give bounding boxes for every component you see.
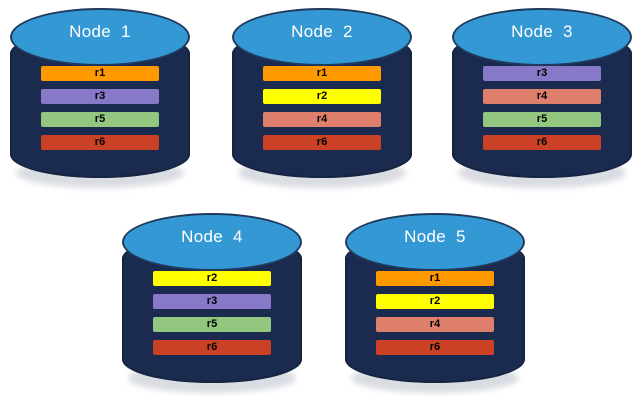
replica-list: r1 r2 r4 r6 [376, 271, 494, 363]
replica-bar-r6[interactable]: r6 [41, 135, 159, 150]
replica-bar-r4[interactable]: r4 [376, 317, 494, 332]
replica-bar-r3[interactable]: r3 [153, 294, 271, 309]
node-cylinder-1[interactable]: Node 1 r1 r3 r5 r6 [10, 8, 190, 190]
replica-list: r2 r3 r5 r6 [153, 271, 271, 363]
node-title: Node 5 [404, 227, 466, 246]
replica-bar-r5[interactable]: r5 [153, 317, 271, 332]
node-top-disc [345, 213, 525, 271]
node-top-disc [122, 213, 302, 271]
replica-bar-r1[interactable]: r1 [263, 66, 381, 81]
node-cylinder-3[interactable]: Node 3 r3 r4 r5 r6 [452, 8, 632, 190]
replica-bar-r2[interactable]: r2 [153, 271, 271, 286]
replica-bar-r2[interactable]: r2 [376, 294, 494, 309]
node-title: Node 4 [181, 227, 243, 246]
replica-bar-r6[interactable]: r6 [153, 340, 271, 355]
replica-bar-r6[interactable]: r6 [483, 135, 601, 150]
node-title: Node 2 [291, 22, 353, 41]
node-top-disc [452, 8, 632, 66]
replica-list: r1 r2 r4 r6 [263, 66, 381, 158]
replica-bar-r5[interactable]: r5 [483, 112, 601, 127]
node-cylinder-2[interactable]: Node 2 r1 r2 r4 r6 [232, 8, 412, 190]
replica-bar-r6[interactable]: r6 [263, 135, 381, 150]
replica-bar-r4[interactable]: r4 [483, 89, 601, 104]
node-cylinder-4[interactable]: Node 4 r2 r3 r5 r6 [122, 213, 302, 395]
node-title: Node 1 [69, 22, 131, 41]
replica-bar-r4[interactable]: r4 [263, 112, 381, 127]
node-cylinder-5[interactable]: Node 5 r1 r2 r4 r6 [345, 213, 525, 395]
node-top-disc [10, 8, 190, 66]
replica-bar-r1[interactable]: r1 [41, 66, 159, 81]
replica-list: r1 r3 r5 r6 [41, 66, 159, 158]
replica-bar-r1[interactable]: r1 [376, 271, 494, 286]
replica-bar-r3[interactable]: r3 [483, 66, 601, 81]
replica-bar-r2[interactable]: r2 [263, 89, 381, 104]
replica-list: r3 r4 r5 r6 [483, 66, 601, 158]
replica-bar-r3[interactable]: r3 [41, 89, 159, 104]
replica-bar-r5[interactable]: r5 [41, 112, 159, 127]
node-title: Node 3 [511, 22, 573, 41]
replica-bar-r6[interactable]: r6 [376, 340, 494, 355]
node-top-disc [232, 8, 412, 66]
